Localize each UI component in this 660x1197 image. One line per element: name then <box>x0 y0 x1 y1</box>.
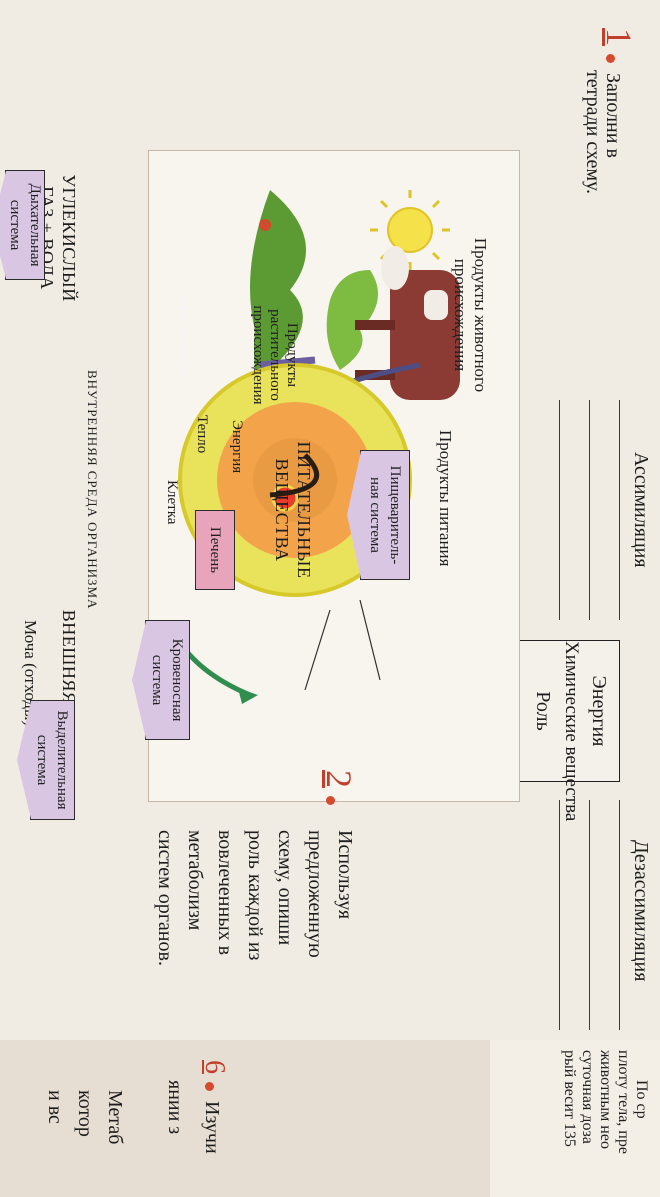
liver-box: Печень <box>195 510 235 590</box>
plant-products-label: Продукты растительного происхождения <box>249 300 300 410</box>
sun-icon <box>370 190 450 270</box>
task2-line: предложенную <box>300 830 330 1070</box>
side-line: суточная доза <box>578 1050 596 1197</box>
task6-block: 6 Изучи <box>197 1060 230 1154</box>
task2-number: 2 <box>319 770 359 788</box>
side-line: плоту тела, пре <box>614 1050 632 1197</box>
task2-line: вовлеченных в <box>210 830 240 1070</box>
side-bottom-line: Метаб <box>100 1090 130 1144</box>
respiratory-system-box: Дыхательная система <box>5 170 45 280</box>
cell-label: Клетка <box>163 480 180 524</box>
line-6 <box>559 800 560 1030</box>
line-1 <box>619 400 620 620</box>
task2-line: схему, опиши <box>270 830 300 1070</box>
nutrients-label: ПИТАТЕЛЬНЫЕ ВЕЩЕСТВА <box>271 430 315 590</box>
line-5 <box>589 800 590 1030</box>
line-4 <box>619 800 620 1030</box>
table-row-energy: Энергия <box>585 641 613 781</box>
task6-number: 6 <box>199 1060 230 1074</box>
oxygen-label: КИСЛОРОД <box>174 295 190 375</box>
circulatory-system-box: Кровеносная система <box>145 620 190 740</box>
side-line: рый весит 135 <box>560 1050 578 1197</box>
line-3 <box>559 400 560 620</box>
task2-line: роль каждой из <box>240 830 270 1070</box>
side-bottom-text: Метаб котор и вс <box>40 1090 130 1144</box>
side-bottom-line: и вс <box>40 1090 70 1144</box>
side-line: животным нео <box>596 1050 614 1197</box>
digestive-system-box: Пищеваритель-ная система <box>360 450 410 580</box>
side-text-block: По ср плоту тела, пре животным нео суточ… <box>490 1040 660 1197</box>
task2-line: Используя <box>330 830 360 1070</box>
bullet-icon <box>606 54 615 63</box>
inner-env-label: ВНУТРЕННЯЯ СРЕДА ОРГАНИЗМА <box>84 370 100 609</box>
task2-block: 2 <box>318 770 360 805</box>
excretory-system-box: Выделительная система <box>30 700 75 820</box>
energy-label: Энергия <box>228 420 245 473</box>
line-2 <box>589 400 590 620</box>
side-line: По ср <box>632 1080 650 1197</box>
task1-number: 1 <box>599 28 639 46</box>
task1-text-line2: тетради схему. <box>578 70 608 194</box>
bullet-icon <box>326 796 335 805</box>
task6-line: Изучи <box>201 1101 223 1154</box>
food-products-label: Продукты питания <box>435 430 455 566</box>
heat-label: Тепло <box>193 415 210 453</box>
table-row-chem: Химические вещества <box>557 641 585 781</box>
bullet-icon <box>205 1082 214 1091</box>
task2-line: систем органов. <box>150 830 180 1070</box>
task2-line: метаболизм <box>180 830 210 1070</box>
table-col1-header: Ассимиляция <box>626 452 656 568</box>
table-row-role: Роль <box>529 641 557 781</box>
table-center-box: Энергия Химические вещества Роль <box>518 640 620 782</box>
animal-products-label: Продукты животного происхождения <box>450 230 490 400</box>
table-col3-header: Дезассимиляция <box>626 840 656 981</box>
liver-arrow <box>305 610 330 690</box>
task2-text: Используя предложенную схему, опиши роль… <box>150 830 360 1070</box>
circulatory-arrow <box>360 600 380 680</box>
task6-line: янии з <box>160 1080 190 1134</box>
side-bottom-line: котор <box>70 1090 100 1144</box>
